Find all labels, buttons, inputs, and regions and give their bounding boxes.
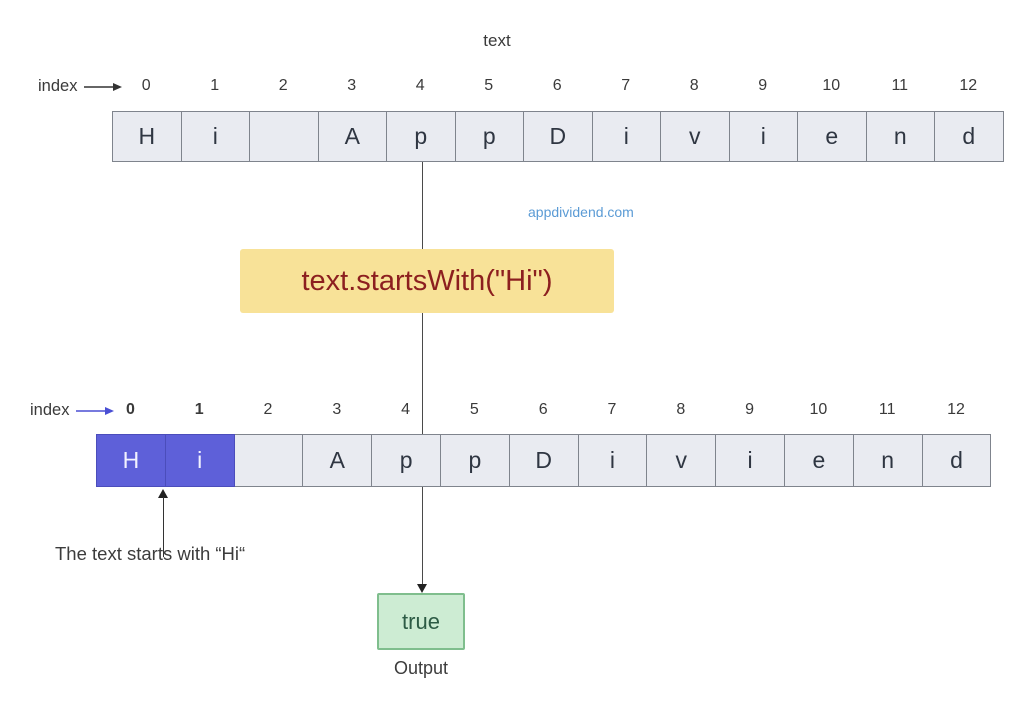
bottom-array-cell: n — [852, 434, 923, 487]
index-label: 9 — [758, 77, 768, 94]
bottom-index-caption: index — [30, 401, 115, 420]
top-array-cell: A — [317, 111, 387, 162]
top-index-caption: index — [38, 77, 123, 96]
up-arrowhead-icon — [158, 489, 168, 498]
top-array-cell: v — [660, 111, 730, 162]
top-index-row: 0 1 2 3 4 5 6 7 8 9 10 11 12 — [112, 77, 1003, 95]
index-label: 10 — [809, 401, 828, 418]
bottom-index-label: index — [30, 401, 70, 419]
index-label: 2 — [278, 77, 288, 94]
bottom-array-cell — [233, 434, 304, 487]
top-index-label: index — [38, 77, 78, 95]
output-label: Output — [393, 658, 449, 678]
index-label: 4 — [415, 77, 425, 94]
top-array-cell: H — [112, 111, 182, 162]
down-arrowhead-icon — [417, 584, 427, 593]
code-box: text.startsWith("Hi") — [240, 249, 614, 313]
top-array-cell: i — [728, 111, 798, 162]
bottom-array-cell: v — [646, 434, 717, 487]
top-array-cell: n — [865, 111, 935, 162]
top-array-cell: e — [797, 111, 867, 162]
index-label: 7 — [607, 401, 617, 418]
bottom-array-cell: D — [508, 434, 579, 487]
bottom-array-cell: d — [921, 434, 992, 487]
annotation-arrow-line — [162, 497, 164, 557]
top-array: H i A p p D i v i e n d — [112, 111, 1004, 162]
index-label: 11 — [878, 401, 896, 418]
index-label: 6 — [552, 77, 562, 94]
bottom-array-cell: e — [783, 434, 854, 487]
index-arrow-icon — [84, 82, 123, 91]
connector-line-bottom — [421, 487, 423, 584]
top-array-cell: i — [591, 111, 661, 162]
index-label: 9 — [745, 401, 755, 418]
bottom-index-row: 0 1 2 3 4 5 6 7 8 9 10 11 12 — [96, 401, 990, 419]
index-label: 0 — [141, 77, 151, 94]
index-label: 0 — [125, 401, 135, 418]
index-label: 1 — [210, 77, 220, 94]
index-label: 10 — [822, 77, 841, 94]
bottom-array-cell: A — [302, 434, 373, 487]
connector-line-middle — [421, 313, 423, 435]
index-label: 3 — [332, 401, 342, 418]
top-array-title: text — [483, 31, 511, 50]
bottom-array-cell-highlighted: i — [164, 434, 235, 487]
bottom-array-cell: p — [371, 434, 441, 487]
top-array-cell: D — [523, 111, 593, 162]
index-label: 8 — [676, 401, 686, 418]
index-label: 12 — [959, 77, 978, 94]
index-label: 5 — [469, 401, 479, 418]
bottom-array: H i A p p D i v i e n d — [96, 434, 992, 487]
index-label: 4 — [401, 401, 411, 418]
index-label: 8 — [689, 77, 699, 94]
bottom-array-cell: p — [439, 434, 510, 487]
bottom-array-cell-highlighted: H — [96, 434, 166, 487]
watermark: appdividend.com — [528, 204, 634, 220]
index-label: 1 — [194, 401, 204, 418]
index-label: 7 — [621, 77, 631, 94]
index-arrow-icon — [76, 406, 115, 415]
top-array-cell: i — [180, 111, 250, 162]
code-text: text.startsWith("Hi") — [301, 264, 553, 297]
result-box: true — [377, 593, 465, 650]
index-label: 11 — [891, 77, 909, 94]
bottom-array-cell: i — [715, 434, 785, 487]
index-label: 3 — [347, 77, 357, 94]
annotation-text: The text starts with “Hi“ — [55, 543, 246, 564]
index-label: 5 — [484, 77, 494, 94]
top-array-cell: p — [454, 111, 524, 162]
top-array-cell — [249, 111, 319, 162]
top-array-cell: d — [934, 111, 1004, 162]
index-label: 12 — [947, 401, 965, 418]
connector-line-top — [421, 162, 423, 250]
bottom-array-cell: i — [577, 434, 648, 487]
top-array-cell: p — [386, 111, 456, 162]
index-label: 2 — [263, 401, 273, 418]
index-label: 6 — [538, 401, 548, 418]
